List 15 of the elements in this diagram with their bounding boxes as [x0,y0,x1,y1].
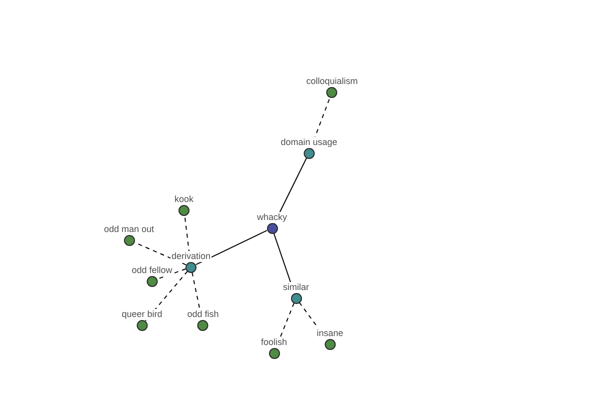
node-label: odd fish [186,308,220,320]
node-label: whacky [256,212,288,222]
node-label: colloquialism [305,76,359,86]
node-label: queer bird [120,308,164,320]
node-label: odd man out [102,224,156,234]
dashed-connector [145,270,188,322]
node-label: derivation [170,250,212,262]
node-label: insane [316,328,344,338]
node-label: foolish [260,336,288,348]
node-label: odd fellow [130,264,174,276]
node-label: similar [282,282,310,292]
connector-line [196,230,268,266]
node-label: domain usage [280,136,338,148]
node-label: kook [174,194,194,204]
dashed-connector [156,268,186,280]
